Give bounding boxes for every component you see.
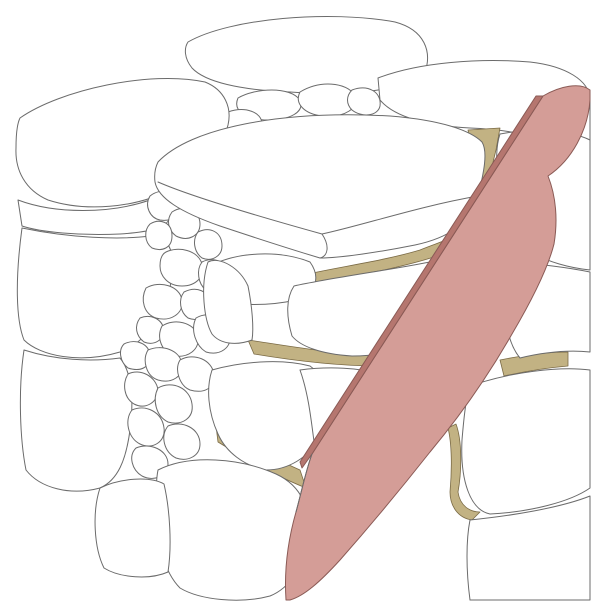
stone-back-small-4 xyxy=(348,88,381,115)
stone-right-lower xyxy=(462,369,590,514)
small-stone-05 xyxy=(160,249,203,286)
small-stone-07 xyxy=(143,284,182,319)
small-stone-18 xyxy=(164,424,200,459)
stone-left-bottom xyxy=(20,350,131,491)
small-stone-16 xyxy=(155,385,192,423)
small-stone-04 xyxy=(195,230,222,260)
stone-front-bottom-left xyxy=(95,479,170,577)
small-stone-03 xyxy=(146,221,172,249)
